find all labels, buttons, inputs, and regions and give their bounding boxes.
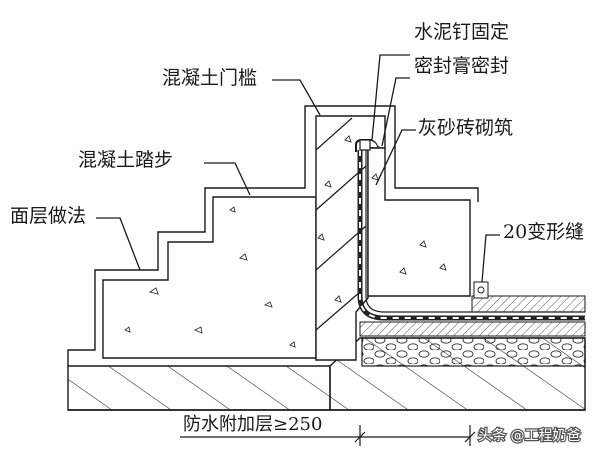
waterproof-membrane xyxy=(357,150,585,321)
concrete-step xyxy=(102,196,317,359)
expansion-joint-block xyxy=(473,281,489,299)
label-finish-layer: 面层做法 xyxy=(10,205,86,227)
brick-wall xyxy=(367,147,471,297)
label-concrete-step: 混凝土踏步 xyxy=(78,149,173,171)
leader-lines xyxy=(96,54,500,283)
finish-layer-outline xyxy=(67,105,479,366)
label-concrete-threshold: 混凝土门槛 xyxy=(162,67,257,89)
gravel-layer xyxy=(361,337,586,367)
svg-text:头条 @工程奶爸: 头条 @工程奶爸 xyxy=(478,427,580,444)
protective-layers xyxy=(359,295,586,337)
label-expansion-joint: 20变形缝 xyxy=(503,221,584,243)
label-sealant: 密封膏密封 xyxy=(414,54,509,77)
label-nail-fix: 水泥钉固定 xyxy=(414,21,509,43)
dimension-line xyxy=(180,425,476,446)
nail-and-sealant xyxy=(355,139,382,152)
label-waterproof-extra: 防水附加层≥250 xyxy=(183,414,322,435)
watermark: 头条 @工程奶爸 xyxy=(477,426,582,445)
label-brick-wall: 灰砂砖砌筑 xyxy=(418,117,513,139)
